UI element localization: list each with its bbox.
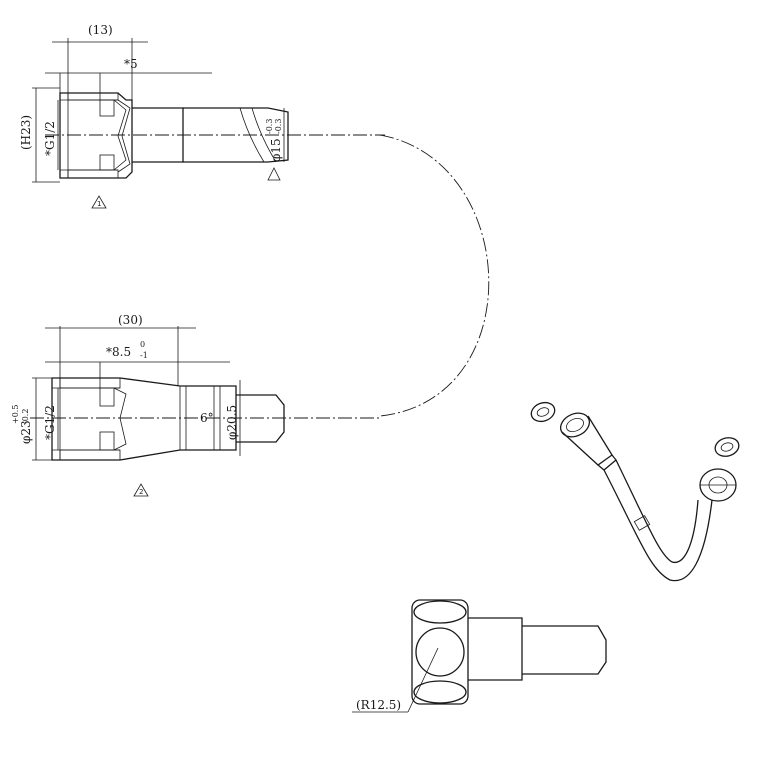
- dim-top-tube-tol-upper: -0.3: [265, 119, 274, 134]
- hose-centerline: [379, 134, 490, 417]
- marker-2-label: 2: [139, 488, 143, 496]
- marker-1-icon: [91, 195, 107, 209]
- dim-bottom-outer-tol-upper: +0.5: [11, 405, 20, 424]
- bottom-fitting: (30) *8.5 0 -1 φ23 +0.5 -0.2 *G1/2 6° φ2…: [11, 313, 380, 497]
- dim-top-width: (13): [88, 23, 113, 37]
- dim-bottom-tube: φ20.5: [225, 405, 239, 440]
- dim-bottom-depth: *8.5: [106, 345, 131, 359]
- marker-1-label: 1: [97, 200, 101, 208]
- dim-bottom-depth-tol-upper: 0: [140, 340, 145, 349]
- dim-bottom-outer: φ23: [19, 420, 33, 444]
- assembly-3d-view: [530, 401, 740, 582]
- dim-top-thread: *G1/2: [43, 121, 57, 156]
- dim-top-hex: (H23): [19, 115, 33, 150]
- dim-banjo-radius: (R12.5): [356, 698, 401, 712]
- top-fitting: (13) *5 (H23) *G1/2 φ15 -0.3 -0.3 1: [19, 23, 385, 209]
- dim-top-tube-tol-lower: -0.3: [274, 119, 283, 134]
- dim-bottom-depth-tol-lower: -1: [140, 351, 148, 360]
- dim-bottom-outer-tol-lower: -0.2: [21, 409, 30, 424]
- banjo-fitting: (R12.5): [352, 599, 607, 713]
- dim-bottom-thread: *G1/2: [43, 405, 57, 440]
- dim-top-depth: *5: [124, 57, 138, 71]
- dim-bottom-width: (30): [118, 313, 143, 327]
- dim-bottom-angle: 6°: [200, 411, 214, 425]
- marker-2-icon: [133, 483, 149, 497]
- dim-top-tube: φ15: [269, 138, 283, 162]
